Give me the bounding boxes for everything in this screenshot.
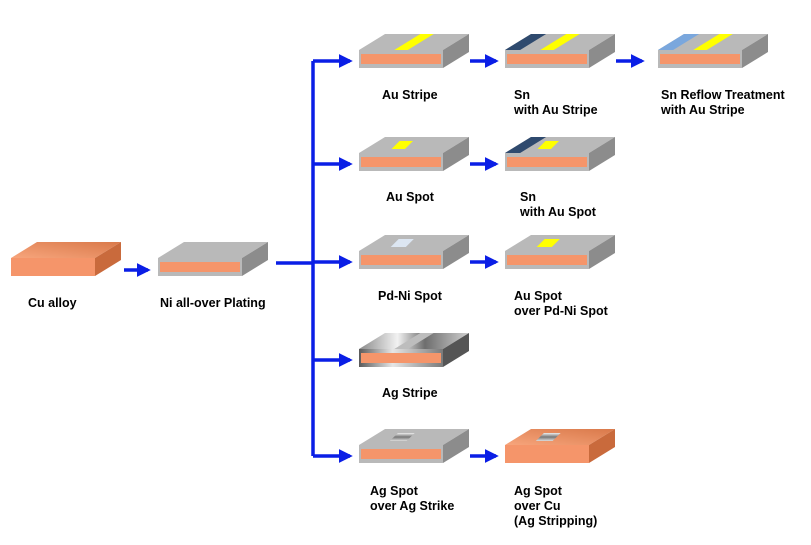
block-sn-with-au-stripe [505, 34, 615, 68]
flow-arrows [124, 54, 645, 463]
strip-top [359, 137, 469, 153]
cu-core [361, 157, 441, 167]
block-ag-spot-over-cu [505, 429, 615, 463]
ag-spot [389, 433, 415, 441]
block-ag-spot-over-ag-strike [359, 429, 469, 463]
cu-core [507, 255, 587, 265]
cu-core [361, 54, 441, 64]
block-au-over-pd-ni-spot [505, 235, 615, 269]
strip-top [505, 235, 615, 251]
plated-strips [11, 34, 768, 463]
label-ag-stripe: Ag Stripe [382, 386, 438, 400]
strip-top [359, 235, 469, 251]
label-sn-with-au-stripe: Sn with Au Stripe [514, 88, 598, 117]
label-sn-with-au-spot: Sn with Au Spot [520, 190, 596, 219]
cu-core [361, 449, 441, 459]
strip-top [158, 242, 268, 258]
au-stripe [540, 34, 580, 50]
strip-side [443, 137, 469, 171]
strip-side [589, 34, 615, 68]
strip-top [11, 242, 121, 258]
au-spot [391, 141, 413, 149]
ag-stripe [394, 333, 434, 349]
strip-front [505, 445, 589, 463]
au-spot [536, 239, 560, 247]
label-cu-alloy: Cu alloy [28, 296, 77, 310]
strip-side [443, 429, 469, 463]
label-pd-ni-spot: Pd-Ni Spot [378, 289, 442, 303]
strip-side [443, 34, 469, 68]
pd-ni-spot [390, 239, 414, 247]
block-ag-stripe [359, 333, 469, 367]
label-au-spot: Au Spot [386, 190, 434, 204]
strip-top [359, 429, 469, 445]
strip-side [443, 333, 469, 367]
label-au-spot-over-pd-ni-spot: Au Spot over Pd-Ni Spot [514, 289, 608, 318]
cu-core [361, 255, 441, 265]
block-sn-with-au-spot [505, 137, 615, 171]
label-au-stripe: Au Stripe [382, 88, 438, 102]
cu-core [507, 54, 587, 64]
strip-side [95, 242, 121, 276]
block-pd-ni-spot [359, 235, 469, 269]
block-au-stripe [359, 34, 469, 68]
strip-side [589, 235, 615, 269]
ag-spot [535, 433, 561, 441]
label-ag-spot-over-cu: Ag Spot over Cu (Ag Stripping) [514, 484, 598, 528]
ni-plated-block [158, 242, 268, 276]
label-ag-spot-over-ag-strike: Ag Spot over Ag Strike [370, 484, 455, 513]
block-sn-reflow-with-au-stripe [658, 34, 768, 68]
strip-top [505, 429, 615, 445]
au-stripe [693, 34, 733, 50]
label-sn-reflow-with-au-stripe: Sn Reflow Treatment with Au Stripe [661, 88, 785, 117]
strip-side [589, 429, 615, 463]
strip-side [589, 137, 615, 171]
cu-core [361, 353, 441, 363]
sn-band [505, 34, 547, 50]
strip-side [742, 34, 768, 68]
strip-side [443, 235, 469, 269]
cu-alloy-block [11, 242, 121, 276]
sn-band [505, 137, 547, 153]
cu-core [507, 157, 587, 167]
cu-core [160, 262, 240, 272]
au-stripe [394, 34, 434, 50]
au-spot [537, 141, 559, 149]
strip-side [242, 242, 268, 276]
label-ni-all-over-plating: Ni all-over Plating [160, 296, 266, 310]
sn-reflow-band [658, 34, 700, 50]
cu-core [660, 54, 740, 64]
strip-front [11, 258, 95, 276]
block-au-spot [359, 137, 469, 171]
